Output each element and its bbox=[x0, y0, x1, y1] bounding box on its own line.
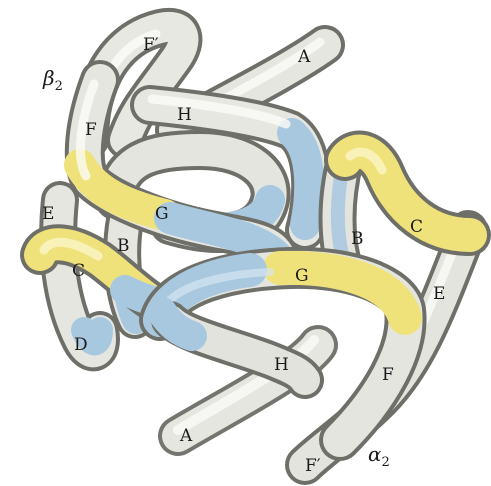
label-beta-g: G bbox=[155, 204, 169, 224]
beta-h-blue-region bbox=[292, 133, 309, 225]
label-alpha-b: B bbox=[351, 229, 364, 249]
label-beta-b: B bbox=[117, 236, 130, 256]
label-beta-a: A bbox=[297, 47, 311, 67]
label-alpha-fprime: F′ bbox=[305, 456, 321, 476]
label-beta-chain: β2 bbox=[42, 66, 63, 94]
label-alpha-a: A bbox=[179, 426, 193, 446]
label-alpha-h: H bbox=[274, 355, 289, 375]
label-alpha-f: F bbox=[382, 365, 394, 385]
label-alpha-g: G bbox=[295, 266, 309, 286]
label-beta-e: E bbox=[42, 204, 54, 224]
label-beta-h: H bbox=[177, 105, 192, 125]
label-beta-c: C bbox=[72, 261, 85, 281]
label-alpha-e: E bbox=[433, 284, 445, 304]
label-beta-fprime: F′ bbox=[143, 35, 159, 55]
label-alpha-chain: α2 bbox=[368, 442, 390, 470]
label-alpha-c: C bbox=[410, 217, 423, 237]
label-beta-f: F bbox=[85, 120, 97, 140]
alpha-c-helix bbox=[345, 152, 470, 235]
label-beta-d: D bbox=[74, 335, 88, 355]
beta-c-blue-end bbox=[125, 290, 150, 300]
